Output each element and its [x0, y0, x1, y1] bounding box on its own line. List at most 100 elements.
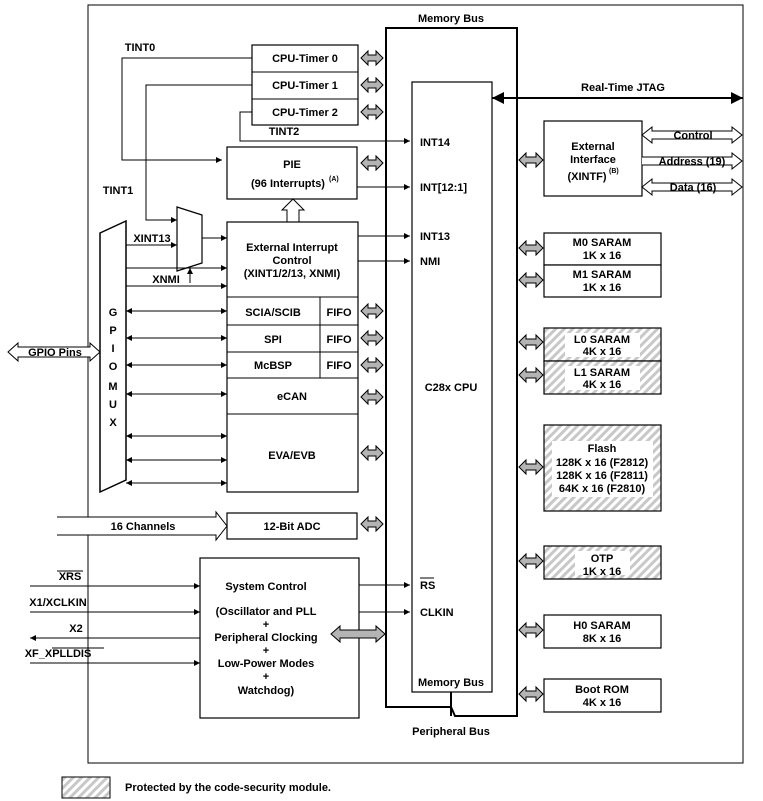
xnmi-label: XNMI: [152, 274, 180, 286]
jtag-label: Real-Time JTAG: [581, 82, 665, 94]
legend-label: Protected by the code-security module.: [125, 782, 331, 794]
svg-text:(Oscillator and PLL: (Oscillator and PLL: [216, 606, 317, 618]
xint13-label: XINT13: [133, 233, 170, 245]
otp-name: OTP: [591, 553, 614, 565]
xf-label: XF_XPLLDIS: [25, 648, 92, 660]
flash-size-f2810: 64K x 16 (F2810): [559, 483, 646, 495]
data-bus-arrow: [641, 177, 743, 197]
memory-bus-outline: [385, 27, 518, 717]
h0-saram-block: [543, 614, 662, 649]
xintf-label3: (XINTF): [567, 171, 606, 183]
peripheral-stack: [226, 221, 359, 493]
ext-int-label1: External Interrupt: [246, 242, 338, 254]
tint0-wire: [121, 57, 252, 163]
address-label: Address (19): [659, 156, 726, 168]
bus-connectors: [330, 49, 544, 703]
spi-label: SPI: [264, 334, 282, 346]
boot-rom-block: [543, 678, 662, 713]
control-label: Control: [673, 130, 712, 142]
xrs-label: XRS: [59, 571, 82, 583]
boot-rom-name: Boot ROM: [575, 684, 629, 696]
ext-int-label3: (XINT1/2/13, XNMI): [244, 268, 341, 280]
timer1-label: CPU-Timer 1: [272, 80, 338, 92]
adc-channels-label: 16 Channels: [111, 521, 176, 533]
x2-label: X2: [69, 623, 82, 635]
timer2-label: CPU-Timer 2: [272, 107, 338, 119]
h0-saram-name: H0 SARAM: [573, 620, 630, 632]
tint0-label: TINT0: [125, 42, 156, 54]
timer0-label: CPU-Timer 0: [272, 53, 338, 65]
system-control-text: System Control (Oscillator and PLL + Per…: [214, 581, 317, 697]
flash-size-f2811: 128K x 16 (F2811): [556, 470, 648, 482]
memory-bus-top-label: Memory Bus: [418, 13, 484, 25]
svg-text:System Control: System Control: [225, 581, 306, 593]
otp-size: 1K x 16: [583, 566, 622, 578]
flash-size-f2812: 128K x 16 (F2812): [556, 457, 649, 469]
x1-label: X1/XCLKIN: [29, 597, 87, 609]
scia-label: SCIA/SCIB: [245, 307, 301, 319]
xintf-block: [543, 120, 643, 197]
gpio-pins-label: GPIO Pins: [28, 347, 82, 359]
fifo-scia-label: FIFO: [326, 307, 351, 319]
svg-text:U: U: [109, 399, 117, 411]
svg-text:M: M: [108, 381, 117, 393]
m1-saram-block: [543, 264, 662, 298]
adc-label: 12-Bit ADC: [263, 521, 320, 533]
svg-text:P: P: [109, 325, 116, 337]
ext-int-label2: Control: [272, 255, 311, 267]
int13-label: INT13: [420, 231, 450, 243]
data-label: Data (16): [670, 182, 717, 194]
svg-text:X: X: [109, 417, 117, 429]
cpu-core: [411, 81, 493, 693]
m0-saram-name: M0 SARAM: [573, 237, 632, 249]
xintf-note-marker: (B): [609, 168, 619, 175]
pie-interrupts-label: (96 Interrupts): [251, 178, 325, 190]
fifo-mcbsp-label: FIFO: [326, 360, 351, 372]
ecan-label: eCAN: [277, 391, 307, 403]
svg-text:+: +: [263, 671, 269, 683]
svg-text:Watchdog): Watchdog): [238, 685, 295, 697]
memory-bus-bottom-label: Memory Bus: [418, 677, 484, 689]
nmi-label: NMI: [420, 256, 440, 268]
eva-label: EVA/EVB: [268, 450, 316, 462]
tint2-wire: [239, 111, 410, 144]
cpu-label: C28x CPU: [425, 382, 478, 394]
gpio-peripheral-wires: [126, 308, 227, 486]
int12-label: INT[12:1]: [420, 182, 467, 194]
h0-saram-size: 8K x 16: [583, 633, 622, 645]
l1-saram-size: 4K x 16: [583, 379, 622, 391]
fifo-spi-label: FIFO: [326, 334, 351, 346]
gpio-pins-arrow: [7, 341, 101, 363]
l1-saram-name: L1 SARAM: [574, 367, 630, 379]
flash-name: Flash: [588, 443, 617, 455]
m0-saram-size: 1K x 16: [583, 250, 622, 262]
svg-text:Peripheral Clocking: Peripheral Clocking: [214, 632, 317, 644]
boot-rom-size: 4K x 16: [583, 697, 622, 709]
svg-text:G: G: [109, 307, 118, 319]
svg-text:+: +: [263, 645, 269, 657]
svg-text:O: O: [109, 361, 118, 373]
l0-saram-size: 4K x 16: [583, 346, 622, 358]
address-bus-arrow: [642, 151, 743, 171]
legend-hatch-swatch: [61, 776, 111, 799]
timer-block: [251, 44, 359, 126]
gpio-mux-letters: G P I O M U X: [108, 307, 117, 429]
system-control-block: [199, 557, 360, 719]
interrupt-mux: [176, 206, 203, 272]
int14-label: INT14: [420, 137, 451, 149]
device-boundary: [87, 4, 744, 764]
adc-channels-arrow: [57, 510, 228, 542]
svg-text:I: I: [111, 343, 114, 355]
tint1-wire: [145, 84, 252, 223]
tint1-label: TINT1: [103, 185, 134, 197]
svg-text:+: +: [263, 619, 269, 631]
pie-label: PIE: [283, 159, 301, 171]
mcbsp-label: McBSP: [254, 360, 292, 372]
adc-block: [226, 512, 358, 540]
xintf-label2: Interface: [570, 154, 616, 166]
m0-saram-block: [543, 232, 662, 266]
gpio-mux: [99, 219, 127, 494]
peripheral-bus-label: Peripheral Bus: [412, 726, 490, 738]
rs-label: RS: [420, 580, 435, 592]
